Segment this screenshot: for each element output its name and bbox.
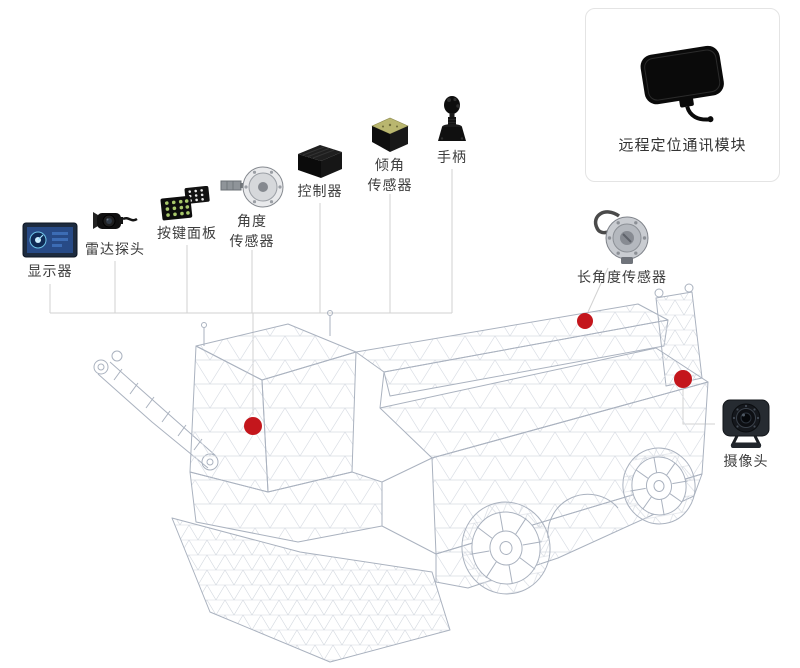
component-label: 手柄	[437, 149, 467, 165]
component-label: 按键面板	[157, 225, 217, 241]
marker-rear-dot	[674, 370, 692, 388]
component-label: 雷达探头	[85, 241, 145, 257]
long-angle-sensor-icon	[589, 204, 655, 266]
component-label: 显示器	[27, 263, 73, 279]
keypad-icon	[158, 185, 216, 222]
component-keypad: 按键面板	[156, 185, 218, 242]
gps-module-icon	[618, 35, 748, 130]
joystick-icon	[436, 94, 468, 146]
component-display: 显示器	[18, 220, 82, 280]
controller-icon	[293, 142, 347, 180]
vehicle-wireframe	[93, 283, 709, 663]
component-angle-sensor: 角度 传感器	[218, 164, 286, 250]
component-radar-probe: 雷达探头	[85, 206, 145, 258]
tilt-sensor-icon	[367, 114, 413, 154]
component-label: 摄像头	[723, 453, 769, 469]
component-tilt-sensor: 倾角 传感器	[366, 114, 414, 194]
component-long-angle-sensor: 长角度传感器	[577, 204, 666, 286]
display-icon	[22, 220, 78, 260]
marker-boom-dot	[577, 313, 593, 329]
component-label: 控制器	[297, 183, 343, 199]
remote-module-box: 远程定位通讯模块	[585, 8, 780, 182]
component-controller: 控制器	[292, 142, 348, 200]
component-label-line2: 传感器	[367, 176, 413, 193]
remote-module-label: 远程定位通讯模块	[618, 137, 747, 154]
camera-icon	[717, 396, 775, 450]
component-label: 长角度传感器	[577, 269, 667, 285]
component-camera: 摄像头	[717, 396, 775, 470]
radar-probe-icon	[91, 206, 139, 238]
component-label-line2: 传感器	[229, 232, 275, 249]
component-label: 倾角	[375, 157, 405, 173]
marker-cab-dot	[244, 417, 262, 435]
component-joystick: 手柄	[436, 94, 468, 166]
location-markers	[244, 313, 692, 435]
component-label: 角度	[237, 213, 267, 229]
angle-sensor-icon	[219, 164, 285, 210]
